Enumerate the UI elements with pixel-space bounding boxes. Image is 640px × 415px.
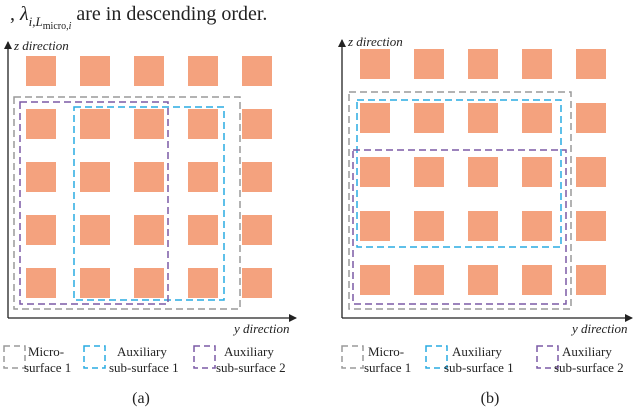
z-axis-label: z direction xyxy=(347,34,403,49)
array-element xyxy=(134,109,164,139)
legend-label-line2: surface 1 xyxy=(364,360,411,375)
array-element xyxy=(576,157,606,187)
array-element xyxy=(188,162,218,192)
array-element xyxy=(468,49,498,79)
array-element xyxy=(242,56,272,86)
auxiliary-sub-surface-1-outline xyxy=(73,106,225,301)
legend-swatch-auxiliary-2 xyxy=(193,345,216,369)
legend-label-line1: Auxiliary xyxy=(117,344,167,359)
array-element xyxy=(188,268,218,298)
array-element xyxy=(134,162,164,192)
array-element xyxy=(80,215,110,245)
legend-label-line1: Auxiliary xyxy=(224,344,274,359)
header-fragment: , λi,Lmicro,i are in descending order. xyxy=(10,3,267,32)
auxiliary-sub-surface-2-outline xyxy=(352,149,567,305)
array-element xyxy=(134,56,164,86)
legend-label-line1: Auxiliary xyxy=(452,344,502,359)
legend-label-line2: surface 1 xyxy=(24,360,71,375)
legend-swatch-micro-surface xyxy=(3,345,26,369)
array-element xyxy=(242,109,272,139)
auxiliary-sub-surface-2-outline xyxy=(19,101,169,305)
caption: (b) xyxy=(481,390,500,407)
legend-label-line1: Micro- xyxy=(368,344,404,359)
array-element xyxy=(26,109,56,139)
panel-a: z direction y direction (a) Micro-surfac… xyxy=(3,38,297,407)
array-element xyxy=(522,49,552,79)
array-element xyxy=(468,211,498,241)
element-grid xyxy=(26,56,272,298)
array-element xyxy=(522,157,552,187)
z-axis-label: z direction xyxy=(13,38,69,53)
array-element xyxy=(26,215,56,245)
legend-label-line1: Micro- xyxy=(28,344,64,359)
array-element xyxy=(188,215,218,245)
array-element xyxy=(242,215,272,245)
array-element xyxy=(522,211,552,241)
array-element xyxy=(134,268,164,298)
array-element xyxy=(414,157,444,187)
micro-surface-outline xyxy=(348,91,572,310)
array-element xyxy=(360,211,390,241)
array-element xyxy=(242,162,272,192)
array-element xyxy=(26,56,56,86)
micro-surface-outline xyxy=(13,96,241,310)
legend-swatch-micro-surface xyxy=(341,345,364,369)
array-element xyxy=(522,265,552,295)
array-element xyxy=(522,103,552,133)
array-element xyxy=(414,265,444,295)
array-element xyxy=(414,211,444,241)
legend-swatch-auxiliary-1 xyxy=(425,345,448,369)
array-element xyxy=(26,268,56,298)
y-axis-label: y direction xyxy=(232,321,289,336)
array-element xyxy=(360,157,390,187)
array-element xyxy=(188,109,218,139)
array-element xyxy=(360,265,390,295)
legend-label-line2: sub-surface 1 xyxy=(444,360,514,375)
array-element xyxy=(80,162,110,192)
array-element xyxy=(134,215,164,245)
array-element xyxy=(576,103,606,133)
array-element xyxy=(360,49,390,79)
legend-label-line2: sub-surface 1 xyxy=(109,360,179,375)
array-element xyxy=(360,103,390,133)
array-element xyxy=(468,157,498,187)
y-axis-label: y direction xyxy=(570,321,627,336)
array-element xyxy=(576,211,606,241)
array-element xyxy=(468,265,498,295)
array-element xyxy=(468,103,498,133)
array-element xyxy=(576,265,606,295)
array-element xyxy=(576,49,606,79)
legend-label-line2: sub-surface 2 xyxy=(554,360,624,375)
legend-swatch-auxiliary-2 xyxy=(536,345,559,369)
auxiliary-sub-surface-1-outline xyxy=(356,99,562,248)
legend-label-line2: sub-surface 2 xyxy=(216,360,286,375)
array-element xyxy=(80,56,110,86)
panel-b: z direction y direction (b) Micro-surfac… xyxy=(338,34,633,407)
array-element xyxy=(242,268,272,298)
array-element xyxy=(188,56,218,86)
legend-swatch-auxiliary-1 xyxy=(83,345,106,369)
array-element xyxy=(414,103,444,133)
array-element xyxy=(80,109,110,139)
legend-label-line1: Auxiliary xyxy=(562,344,612,359)
array-element xyxy=(414,49,444,79)
element-grid xyxy=(360,49,606,295)
caption: (a) xyxy=(132,390,150,407)
array-element xyxy=(26,162,56,192)
array-element xyxy=(80,268,110,298)
